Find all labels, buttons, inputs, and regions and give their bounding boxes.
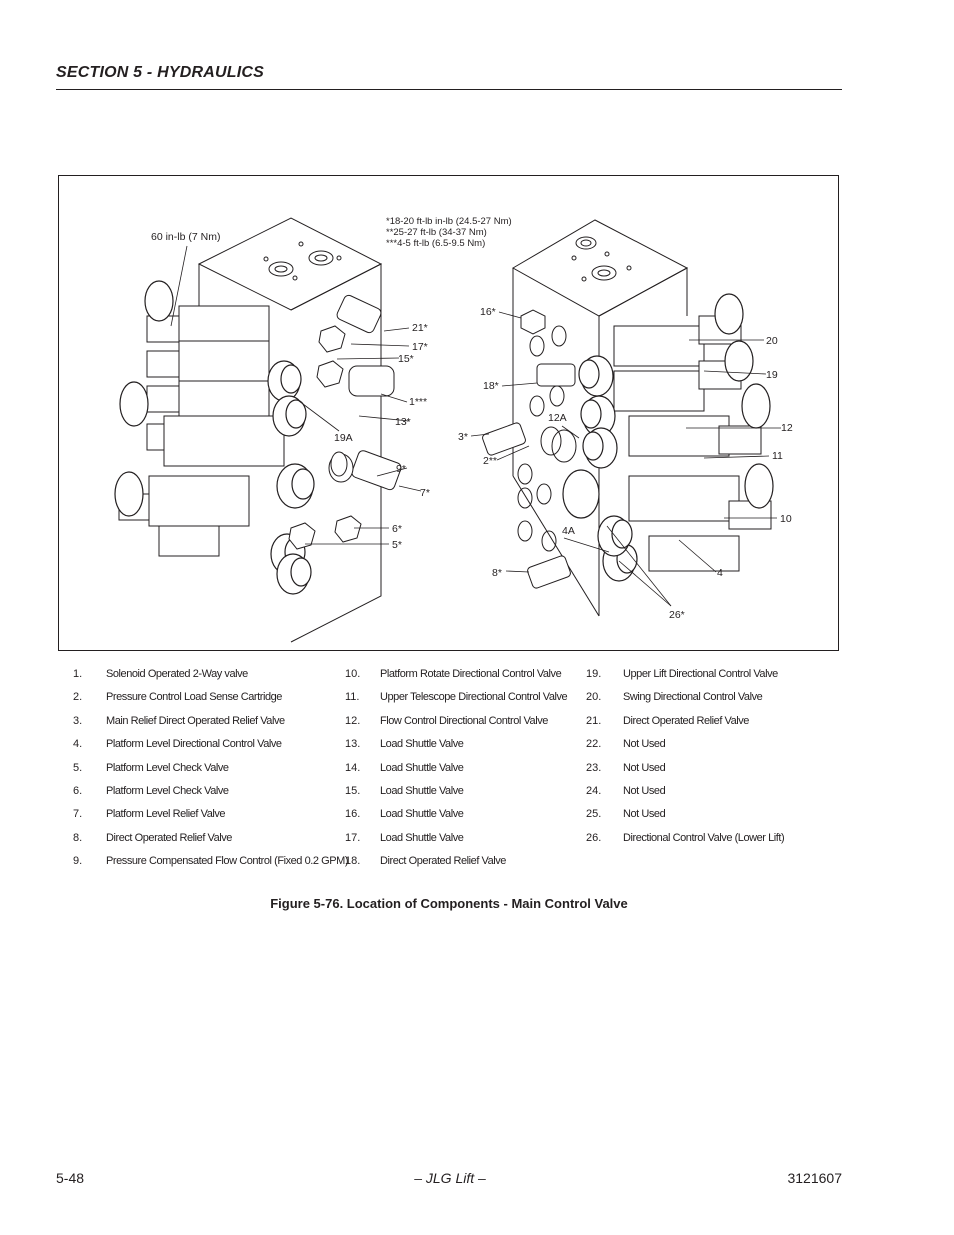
callout-8: 8* xyxy=(492,567,502,579)
callout-13: 13* xyxy=(395,416,411,428)
callout-7: 7* xyxy=(420,487,430,499)
callout-1: 1*** xyxy=(409,396,427,408)
document-number: 3121607 xyxy=(787,1170,842,1186)
callout-4a: 4A xyxy=(562,525,575,537)
callout-20: 20 xyxy=(766,335,778,347)
section-title: SECTION 5 - HYDRAULICS xyxy=(56,64,264,81)
callout-10: 10 xyxy=(780,513,792,525)
left-valve-block xyxy=(114,217,402,643)
figure-frame: *18-20 ft-lb in-lb (24.5-27 Nm) **25-27 … xyxy=(58,175,839,651)
header-divider xyxy=(56,89,842,90)
callout-19a: 19A xyxy=(334,432,353,444)
callout-12a: 12A xyxy=(548,412,567,424)
page-number: 5-48 xyxy=(56,1170,85,1186)
callout-15: 15* xyxy=(398,353,414,365)
callout-3: 3* xyxy=(458,431,468,443)
callout-21: 21* xyxy=(412,322,428,334)
callout-6: 6* xyxy=(392,523,402,535)
callout-17: 17* xyxy=(412,341,428,353)
callout-12: 12 xyxy=(781,422,793,434)
callout-9: 9* xyxy=(396,463,406,475)
right-valve-block xyxy=(482,219,774,617)
callout-11: 11 xyxy=(772,450,783,462)
callout-60-in-lb: 60 in-lb (7 Nm) xyxy=(151,231,220,243)
callout-18: 18* xyxy=(483,380,499,392)
callout-5: 5* xyxy=(392,539,402,551)
footer-brand: – JLG Lift – xyxy=(414,1170,486,1186)
callout-4: 4 xyxy=(717,567,723,579)
figure-caption: Figure 5-76. Location of Components - Ma… xyxy=(270,896,628,911)
callout-26: 26* xyxy=(669,609,685,621)
valve-illustration: *18-20 ft-lb in-lb (24.5-27 Nm) **25-27 … xyxy=(114,216,793,643)
torque-note-1: *18-20 ft-lb in-lb (24.5-27 Nm) xyxy=(386,216,512,227)
callout-2: 2** xyxy=(483,455,497,467)
torque-note-3: ***4-5 ft-lb (6.5-9.5 Nm) xyxy=(386,238,485,249)
torque-note-2: **25-27 ft-lb (34-37 Nm) xyxy=(386,227,487,238)
callout-16: 16* xyxy=(480,306,496,318)
callout-19: 19 xyxy=(766,369,778,381)
